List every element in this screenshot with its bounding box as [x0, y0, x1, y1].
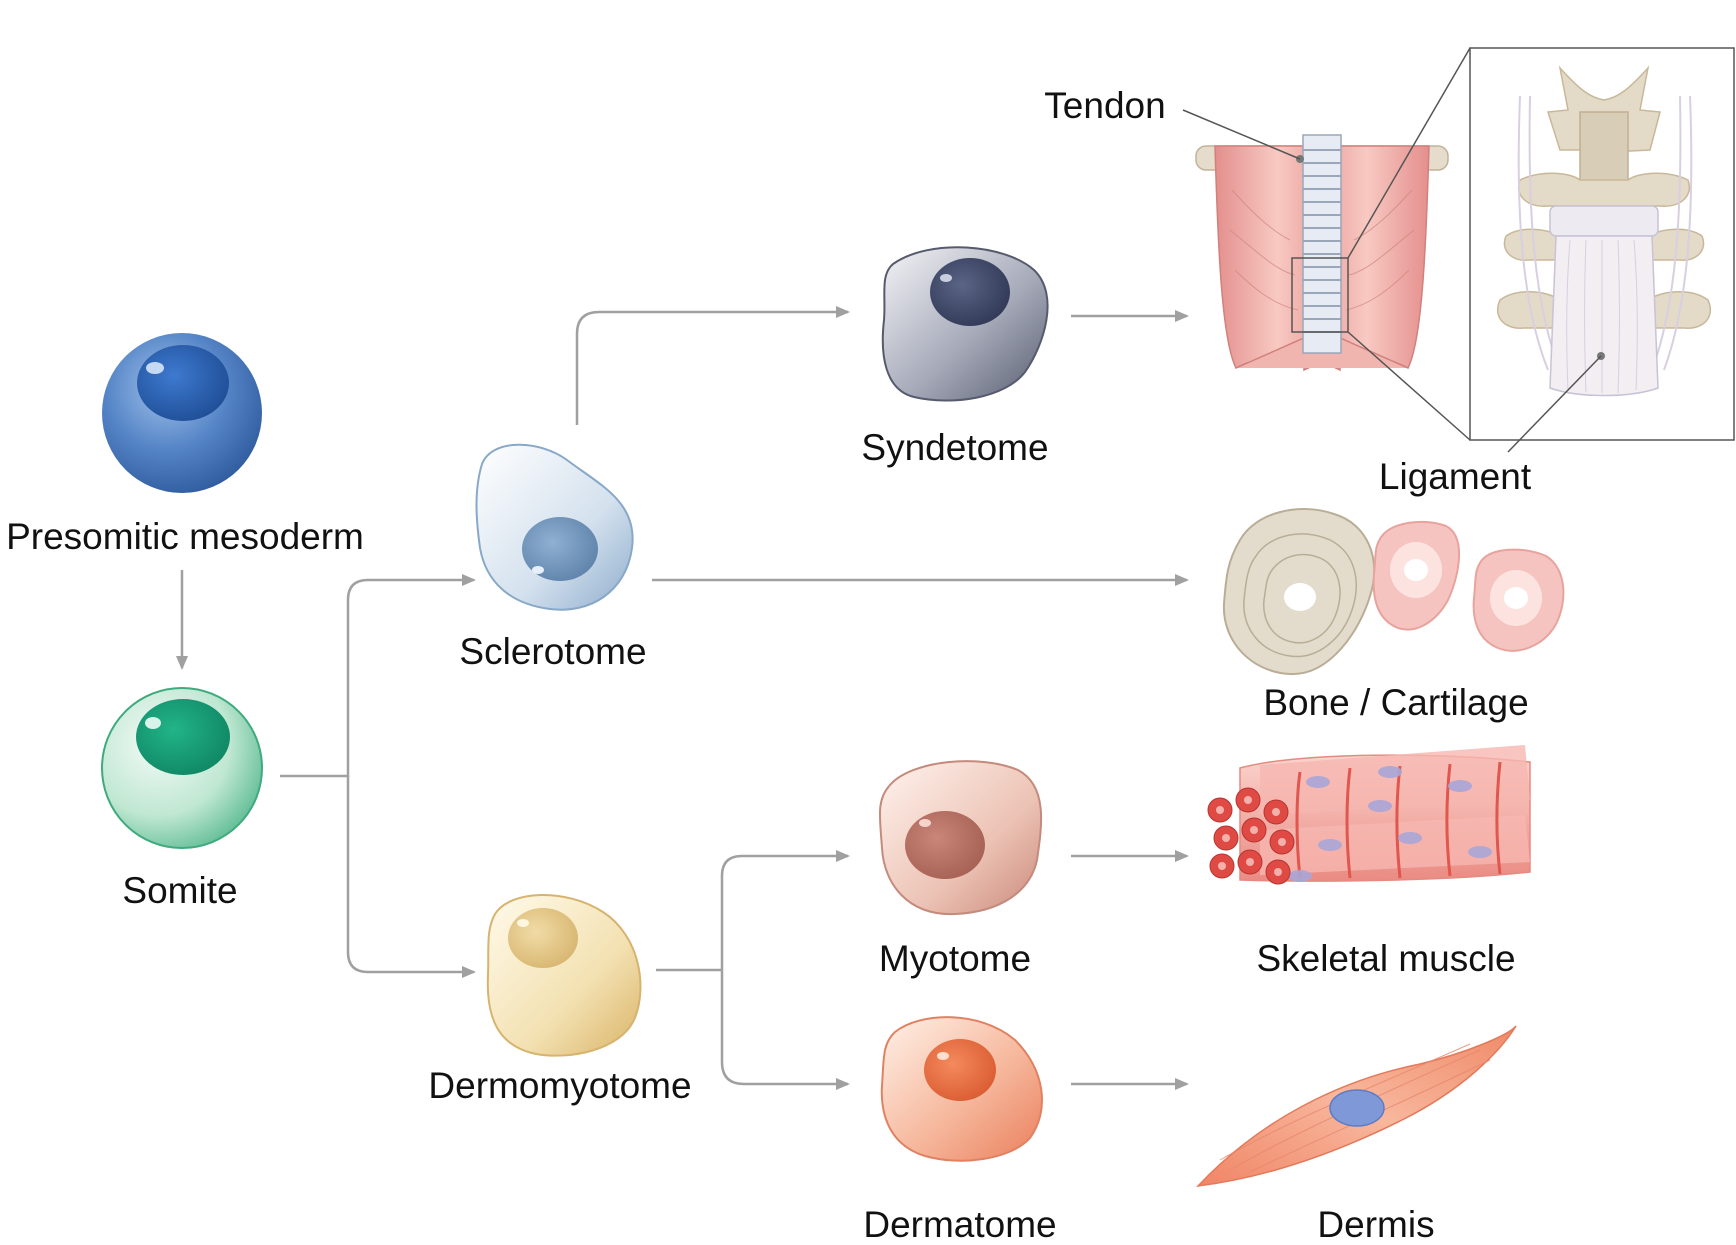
bone-cartilage-illustration — [1222, 508, 1565, 676]
ligament-label: Ligament — [1379, 456, 1532, 497]
myotome-label: Myotome — [879, 938, 1031, 979]
presomitic-mesoderm-cell — [102, 333, 262, 493]
somite-label: Somite — [122, 870, 237, 911]
syndetome-label: Syndetome — [861, 427, 1048, 468]
connectors — [176, 306, 1189, 1090]
labels: Presomitic mesoderm Somite Sclerotome De… — [6, 85, 1532, 1245]
dermatome-label: Dermatome — [863, 1204, 1056, 1240]
presomitic-mesoderm-label: Presomitic mesoderm — [6, 516, 364, 557]
arrow-somite-to-sclerotome — [280, 574, 476, 778]
somite-cell — [101, 687, 263, 849]
arrow-to-dermatome — [720, 1061, 850, 1090]
tendon-illustration — [1182, 47, 1471, 441]
sclerotome-cell — [475, 443, 634, 611]
skeletal-muscle-label: Skeletal muscle — [1256, 938, 1515, 979]
bone-cartilage-label: Bone / Cartilage — [1263, 682, 1528, 723]
dermomyotome-label: Dermomyotome — [428, 1065, 691, 1106]
dermomyotome-cell — [486, 894, 642, 1057]
myotome-cell — [878, 760, 1043, 916]
syndetome-cell — [881, 246, 1049, 402]
dermis-illustration — [1196, 1025, 1517, 1188]
dermatome-cell — [880, 1016, 1043, 1162]
ligament-inset — [1469, 47, 1735, 453]
sclerotome-label: Sclerotome — [459, 631, 646, 672]
arrow-sclerotome-to-syndetome — [575, 306, 850, 425]
skeletal-muscle-illustration — [1207, 745, 1531, 885]
arrow-somite-to-dermomyotome — [346, 776, 476, 978]
dermis-label: Dermis — [1317, 1204, 1434, 1240]
tendon-label: Tendon — [1044, 85, 1165, 126]
arrow-to-myotome — [720, 850, 850, 1062]
